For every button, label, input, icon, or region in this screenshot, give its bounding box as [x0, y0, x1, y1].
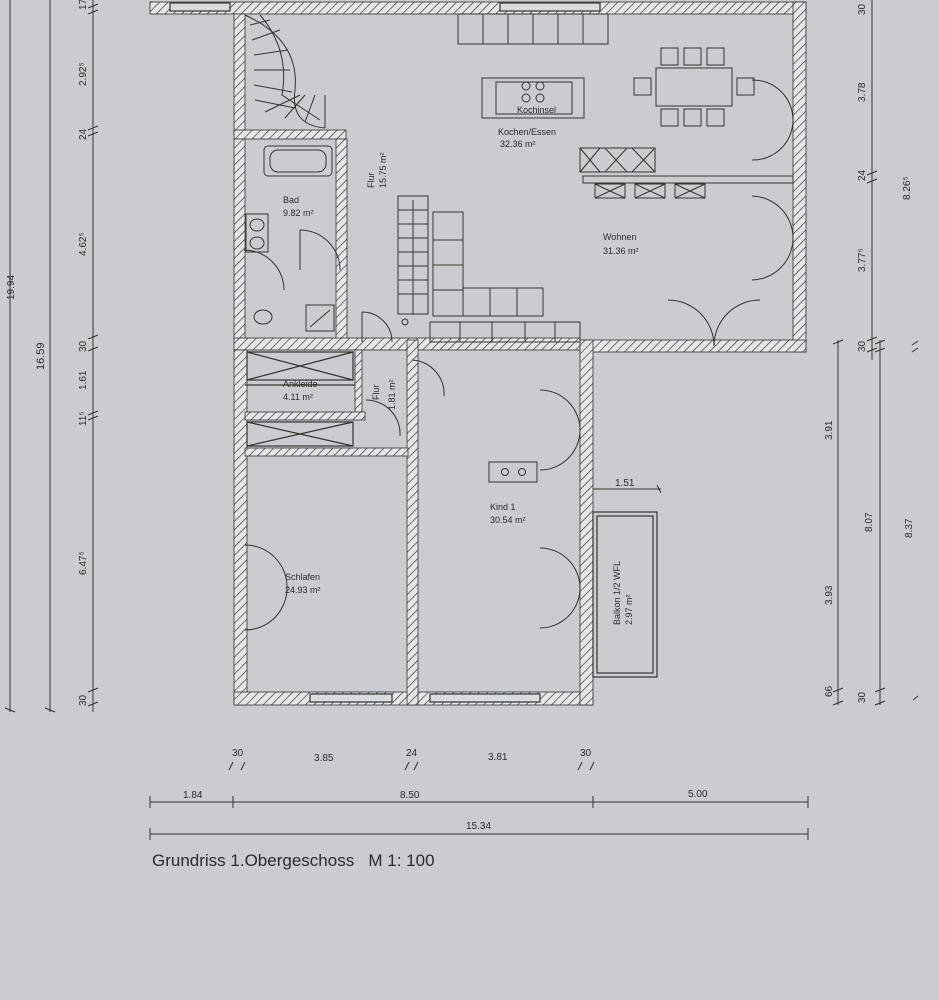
wall-step	[579, 339, 807, 353]
dim-bottom-r2-2: 5.00	[688, 789, 708, 800]
bathroom-fixtures	[245, 145, 335, 332]
staircase-straight	[397, 195, 429, 326]
dims-bottom	[149, 761, 809, 840]
wohnen-label: Wohnen	[603, 232, 636, 242]
wall-left-bad	[233, 138, 246, 340]
sofa	[429, 211, 581, 343]
balcony	[592, 511, 658, 678]
dim-bottom-r1-4: 30	[580, 748, 592, 759]
dim-left-outer: 19.94	[6, 275, 17, 300]
wall-left-lower	[233, 349, 248, 706]
kochinsel-label: Kochinsel	[517, 105, 556, 115]
dim-left-seg-1: 2.92⁵	[78, 62, 89, 86]
wall-right-upper	[792, 1, 807, 353]
flur-small-area: 1.81 m²	[387, 379, 397, 410]
desk-kind1	[488, 461, 538, 483]
bad-label: Bad	[283, 195, 299, 205]
room-labels: Kochinsel Kochen/Essen 32.36 m² Wohnen 3…	[283, 105, 639, 625]
dim-bottom-r1-2: 24	[406, 748, 418, 759]
bad-area: 9.82 m²	[283, 208, 314, 218]
dim-left-seg-5: 1.61	[78, 370, 89, 390]
flur-big-area: 15.75 m²	[378, 152, 388, 188]
dim-left-seg-0: 17⁵	[78, 0, 89, 10]
walls	[149, 1, 807, 706]
dim-left-seg-3: 4.62⁵	[78, 232, 89, 256]
dim-right-a-2: 24	[857, 169, 868, 181]
dim-left-seg-7: 6.47⁵	[78, 551, 89, 575]
dim-left-seg-2: 24	[78, 128, 89, 140]
kitchen-counter	[457, 13, 609, 45]
dim-left-seg-4: 30	[78, 340, 89, 352]
wohnen-area: 31.36 m²	[603, 246, 639, 256]
dims-left-labels: 19.94 16.59 17⁵ 2.92⁵ 24 4.62⁵ 30 1.61 1…	[6, 0, 89, 706]
flur-big-label: Flur	[366, 172, 376, 188]
schlafen-area: 24.93 m²	[285, 585, 321, 595]
wall-right-lower	[579, 339, 594, 706]
dim-left-seg-6: 11⁵	[78, 411, 89, 426]
ankleide-label: Ankleide	[283, 379, 318, 389]
dim-right-c-2: 66	[824, 685, 835, 697]
dim-left-total: 16.59	[35, 342, 47, 370]
wall-left-upper	[233, 13, 246, 135]
dims-right-labels: 30 3.78 24 3.77⁵ 30 8.26⁵ 3.91 3.93 66 8…	[615, 3, 915, 703]
wall-bad-right	[335, 138, 348, 340]
dim-bottom-r1-0: 30	[232, 748, 244, 759]
doors	[243, 79, 794, 631]
dim-right-d-1: 30	[857, 691, 868, 703]
dims-bottom-labels: 30 3.85 24 3.81 30 1.84 8.50 5.00 15.34	[183, 748, 708, 832]
flur-small-label: Flur	[371, 384, 381, 400]
dim-bottom-r2-0: 1.84	[183, 790, 203, 801]
dim-right-a-1: 3.78	[857, 82, 868, 102]
kochen-area: 32.36 m²	[500, 139, 536, 149]
dim-right-a-0: 30	[857, 3, 868, 15]
dim-balkon-depth: 1.51	[615, 478, 635, 489]
dim-right-d-0: 8.07	[864, 512, 875, 532]
staircase-spiral	[244, 14, 326, 129]
cabinet-row	[579, 147, 794, 199]
dim-bottom-r1-3: 3.81	[488, 752, 508, 763]
dim-left-seg-8: 30	[78, 694, 89, 706]
schlafen-label: Schlafen	[285, 572, 320, 582]
kochen-label: Kochen/Essen	[498, 127, 556, 137]
wall-stair-bottom	[233, 129, 347, 140]
kind1-area: 30.54 m²	[490, 515, 526, 525]
balkon-area: 2.97 m²	[624, 594, 634, 625]
wall-ankleide-bottom	[244, 411, 366, 421]
dim-right-c-1: 3.93	[824, 585, 835, 605]
dims-left	[4, 0, 99, 713]
partitions	[169, 2, 601, 703]
dining-table	[633, 47, 755, 127]
dims-right	[593, 0, 919, 706]
dim-bottom-r1-1: 3.85	[314, 753, 334, 764]
dim-bottom-r3-0: 15.34	[466, 821, 491, 832]
kitchen-island	[481, 77, 585, 119]
dim-right-a-4: 30	[857, 340, 868, 352]
dim-right-b-0: 8.26⁵	[902, 176, 913, 200]
dim-right-c-0: 3.91	[824, 420, 835, 440]
ankleide-area: 4.11 m²	[283, 392, 313, 402]
balkon-label: Balkon 1/2 WFL	[612, 561, 622, 625]
kind1-label: Kind 1	[490, 502, 516, 512]
dim-right-a-3: 3.77⁵	[857, 248, 868, 272]
wall-ankleide-right	[354, 349, 363, 416]
plan-title: Grundriss 1.Obergeschoss M 1: 100	[152, 851, 435, 870]
wall-top	[149, 1, 807, 15]
dim-bottom-r2-1: 8.50	[400, 790, 420, 801]
dim-right-e-0: 8.37	[904, 518, 915, 538]
wall-schlafen-top	[244, 447, 409, 457]
wall-middle-vertical	[406, 339, 419, 706]
